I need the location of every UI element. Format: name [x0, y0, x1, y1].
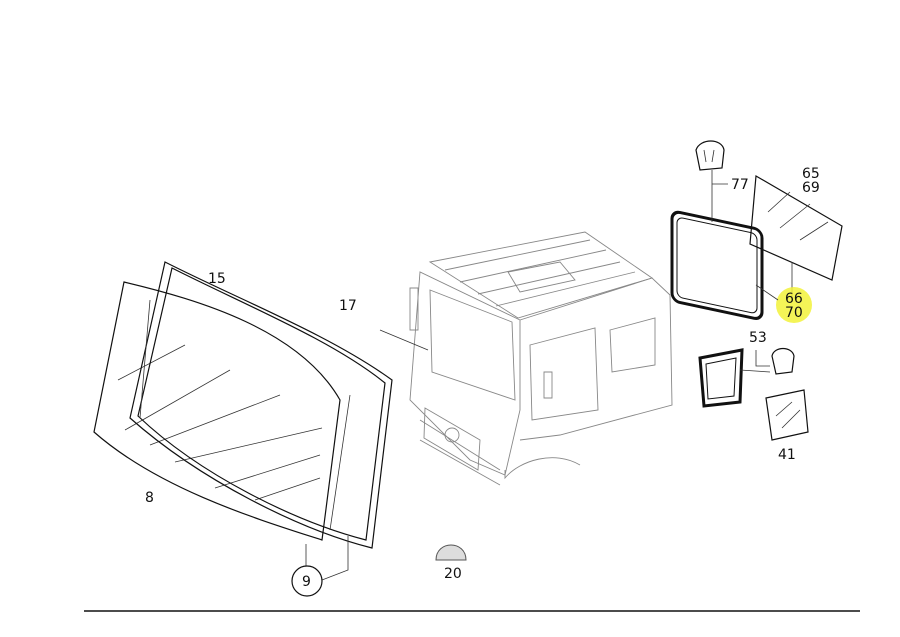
callout-53: 53 — [749, 330, 767, 346]
side-window-glass — [749, 175, 843, 298]
side-window-seal — [670, 210, 764, 320]
cap-plug — [435, 544, 467, 561]
small-window-seal — [698, 348, 744, 408]
callout-15: 15 — [208, 271, 226, 287]
callout-17: 17 — [339, 298, 357, 314]
highlight-66-70 — [776, 287, 812, 323]
callout-77: 77 — [731, 177, 749, 193]
callout-9-circle — [291, 565, 323, 597]
truck-cab — [409, 231, 673, 486]
callout-9: 9 — [302, 574, 311, 590]
callout-69: 69 — [802, 180, 820, 196]
callout-9-leader — [291, 536, 349, 597]
windshield-glass — [93, 281, 341, 541]
callout-8: 8 — [145, 490, 154, 506]
callout-65: 65 — [802, 166, 820, 182]
clip-77 — [695, 140, 728, 222]
callout-66-leader — [755, 284, 779, 301]
callout-20: 20 — [444, 566, 462, 582]
small-window-glass — [765, 389, 809, 441]
callout-66: 66 — [785, 291, 803, 307]
callout-41: 41 — [778, 447, 796, 463]
callout-17-leader — [379, 329, 429, 351]
windshield-seal — [129, 261, 393, 549]
callout-70: 70 — [785, 305, 803, 321]
clip-53 — [739, 347, 795, 375]
